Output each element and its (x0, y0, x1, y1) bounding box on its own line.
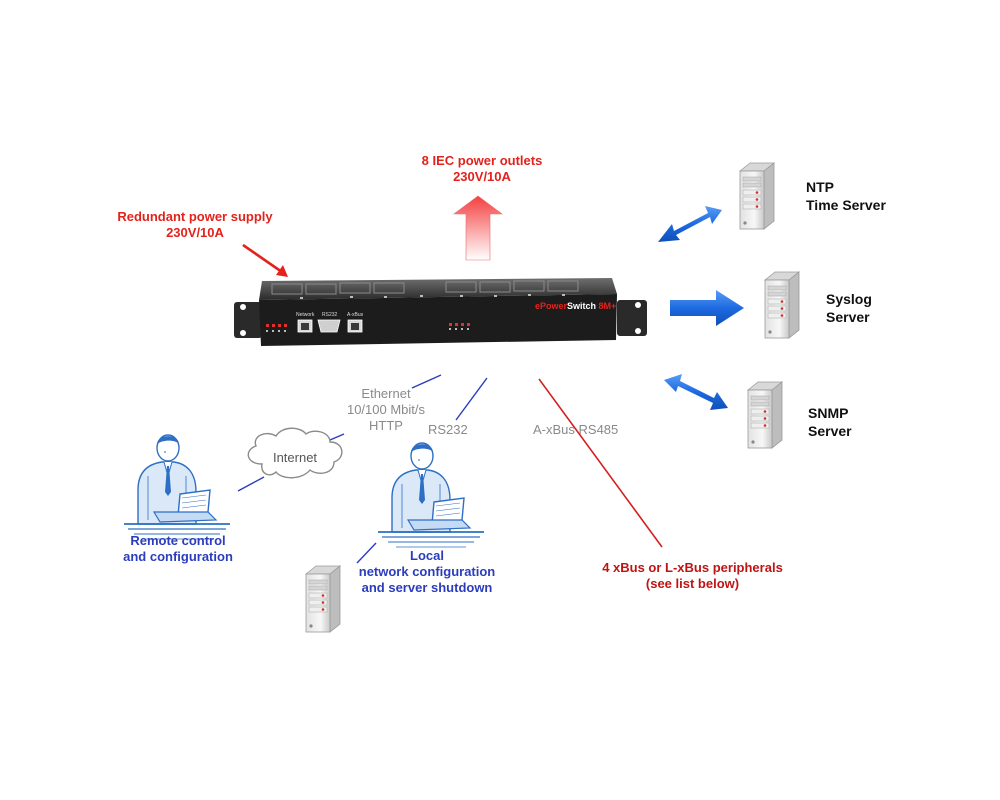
ethernet-label: Ethernet 10/100 Mbit/s HTTP (336, 386, 436, 434)
rs232-label: RS232 (428, 422, 468, 437)
local-line1: Local (410, 548, 444, 563)
syslog-line2: Server (826, 309, 870, 325)
epowerswitch-device (234, 278, 647, 346)
syslog-server-icon (764, 271, 800, 339)
local-server-line (356, 542, 377, 564)
ntp-server-icon (739, 162, 775, 230)
internet-label: Internet (272, 450, 318, 465)
ethernet-line-upper (411, 374, 442, 389)
internet-to-remote-line (237, 476, 265, 492)
ntp-line1: NTP (806, 179, 834, 195)
redundant-supply-label: Redundant power supply 230V/10A (100, 209, 290, 241)
internet-cloud (247, 427, 343, 479)
port-label-axbus: A-xBus (347, 312, 364, 318)
port-label-rs232: RS232 (322, 312, 338, 318)
ethernet-line2: 10/100 Mbit/s (346, 402, 426, 417)
peripherals-line1: 4 xBus or L-xBus peripherals (602, 560, 783, 575)
redundant-supply-line2: 230V/10A (166, 225, 224, 240)
brand-mid: Switch (567, 301, 597, 311)
remote-user-illustration (123, 434, 231, 540)
peripherals-line2: (see list below) (645, 576, 740, 591)
ethernet-line1: Ethernet (361, 386, 411, 401)
device-brand: ePowerSwitch 8M+ (535, 301, 616, 312)
snmp-link-arrow (664, 374, 728, 410)
local-user-illustration (377, 442, 485, 548)
power-outlets-label: 8 IEC power outlets 230V/10A (412, 153, 552, 185)
remote-control-label: Remote control and configuration (108, 533, 248, 565)
local-server-icon (305, 565, 341, 633)
local-line2: network configuration (358, 564, 496, 579)
snmp-server-label: SNMP Server (808, 404, 852, 440)
remote-line1: Remote control (130, 533, 226, 548)
ethernet-line-lower (329, 433, 345, 441)
redundant-supply-arrow (242, 243, 283, 274)
ntp-line2: Time Server (806, 197, 886, 213)
snmp-line1: SNMP (808, 405, 849, 421)
brand-suffix: 8M+ (598, 301, 617, 311)
local-config-label: Local network configuration and server s… (352, 548, 502, 596)
axbus-label: A-xBus RS485 (533, 422, 619, 437)
axbus-line (538, 378, 663, 548)
syslog-server-label: Syslog Server (826, 290, 872, 326)
syslog-line1: Syslog (826, 291, 872, 307)
ethernet-line3: HTTP (369, 418, 403, 433)
brand-prefix: ePower (535, 301, 568, 311)
redundant-supply-line1: Redundant power supply (117, 209, 273, 224)
power-outlets-arrow (453, 195, 503, 261)
port-label-network: Network (296, 312, 315, 318)
ntp-server-label: NTP Time Server (806, 178, 886, 214)
power-outlets-line1: 8 IEC power outlets (421, 153, 543, 168)
ntp-link-arrow (658, 206, 722, 242)
syslog-link-arrow (670, 290, 744, 326)
snmp-server-icon (747, 381, 783, 449)
remote-line2: and configuration (123, 549, 233, 564)
local-line3: and server shutdown (361, 580, 493, 595)
power-outlets-line2: 230V/10A (453, 169, 511, 184)
peripherals-label: 4 xBus or L-xBus peripherals (see list b… (590, 560, 795, 592)
snmp-line2: Server (808, 423, 852, 439)
rs232-line (455, 377, 488, 421)
